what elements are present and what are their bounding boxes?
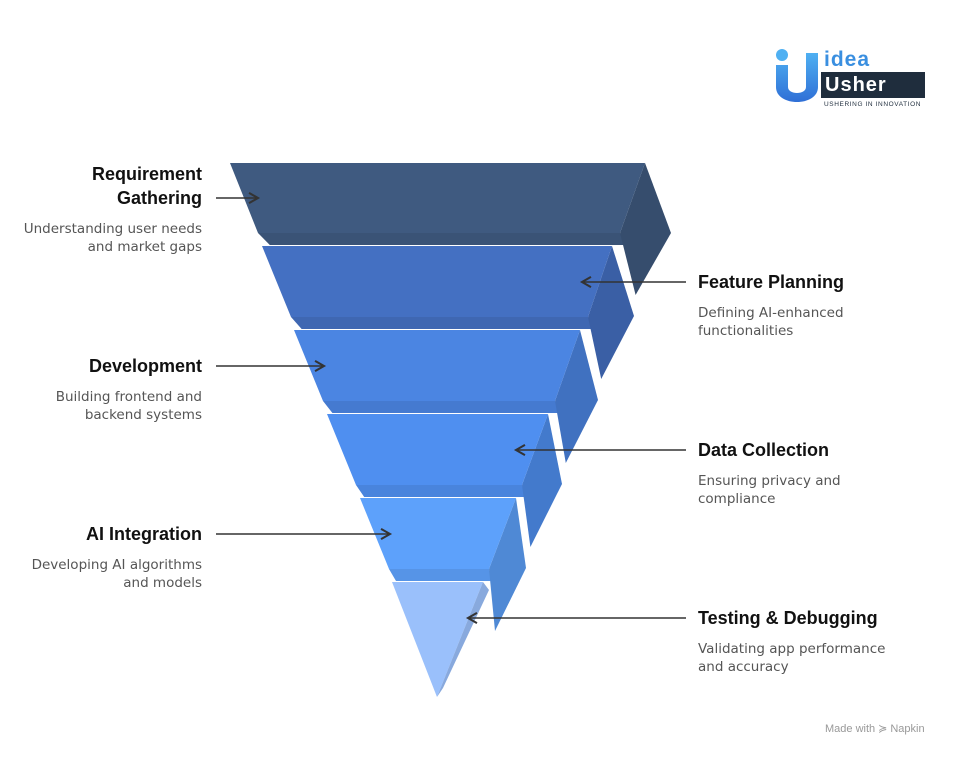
stage-description: Developing AI algorithms and models	[31, 557, 202, 591]
funnel-layer-side	[555, 330, 598, 463]
stage-description: Building frontend and backend systems	[55, 389, 202, 423]
funnel-layer-side	[620, 163, 671, 295]
funnel-layer-front	[360, 498, 516, 569]
stage-feature-planning: Feature Planning Defining AI-enhanced fu…	[698, 270, 928, 340]
funnel-layer-front	[230, 163, 645, 233]
stage-description: Validating app performance and accuracy	[698, 641, 886, 675]
funnel-layer-side	[588, 246, 634, 379]
stage-title: Testing & Debugging	[698, 608, 878, 628]
stage-title: AI Integration	[86, 524, 202, 544]
funnel-layer-lip	[356, 485, 527, 497]
logo-tagline: USHERING IN INNOVATION	[824, 101, 922, 108]
funnel-layer-side	[489, 498, 526, 631]
stage-requirement-gathering: Requirement Gathering Understanding user…	[0, 162, 202, 256]
idea-usher-u-icon	[776, 49, 818, 102]
funnel-layer-lip	[323, 401, 561, 413]
logo-text-top: idea	[824, 48, 871, 71]
stage-data-collection: Data Collection Ensuring privacy and com…	[698, 438, 928, 508]
watermark-text-after: Napkin	[890, 723, 925, 735]
funnel-layer-lip	[258, 233, 628, 245]
napkin-icon: ≽	[878, 723, 888, 735]
funnel-tip-front	[392, 582, 483, 697]
funnel-layer-lip	[291, 317, 595, 329]
stage-title: Data Collection	[698, 440, 830, 460]
watermark-text-before: Made with	[825, 723, 876, 735]
funnel-layer-front	[262, 246, 612, 317]
stage-ai-integration: AI Integration Developing AI algorithms …	[0, 522, 202, 592]
stage-description: Understanding user needs and market gaps	[23, 221, 202, 255]
stage-title: Requirement Gathering	[91, 164, 202, 208]
stage-title: Feature Planning	[698, 272, 845, 292]
logo-text-bottom: Usher	[821, 72, 925, 98]
funnel-tip-side	[437, 582, 489, 697]
funnel-layer-front	[294, 330, 580, 401]
stage-description: Defining AI-enhanced functionalities	[698, 305, 844, 339]
idea-usher-logo: idea Usher USHERING IN INNOVATION	[772, 45, 928, 113]
stage-description: Ensuring privacy and compliance	[698, 473, 841, 507]
made-with-napkin: Made with≽Napkin	[825, 722, 925, 735]
funnel-layer-side	[522, 414, 562, 547]
funnel-layer-front	[327, 414, 548, 485]
funnel-layer-lip	[389, 569, 492, 581]
stage-title: Development	[88, 356, 202, 376]
stage-testing-debugging: Testing & Debugging Validating app perfo…	[698, 606, 928, 676]
stage-development: Development Building frontend and backen…	[0, 354, 202, 424]
